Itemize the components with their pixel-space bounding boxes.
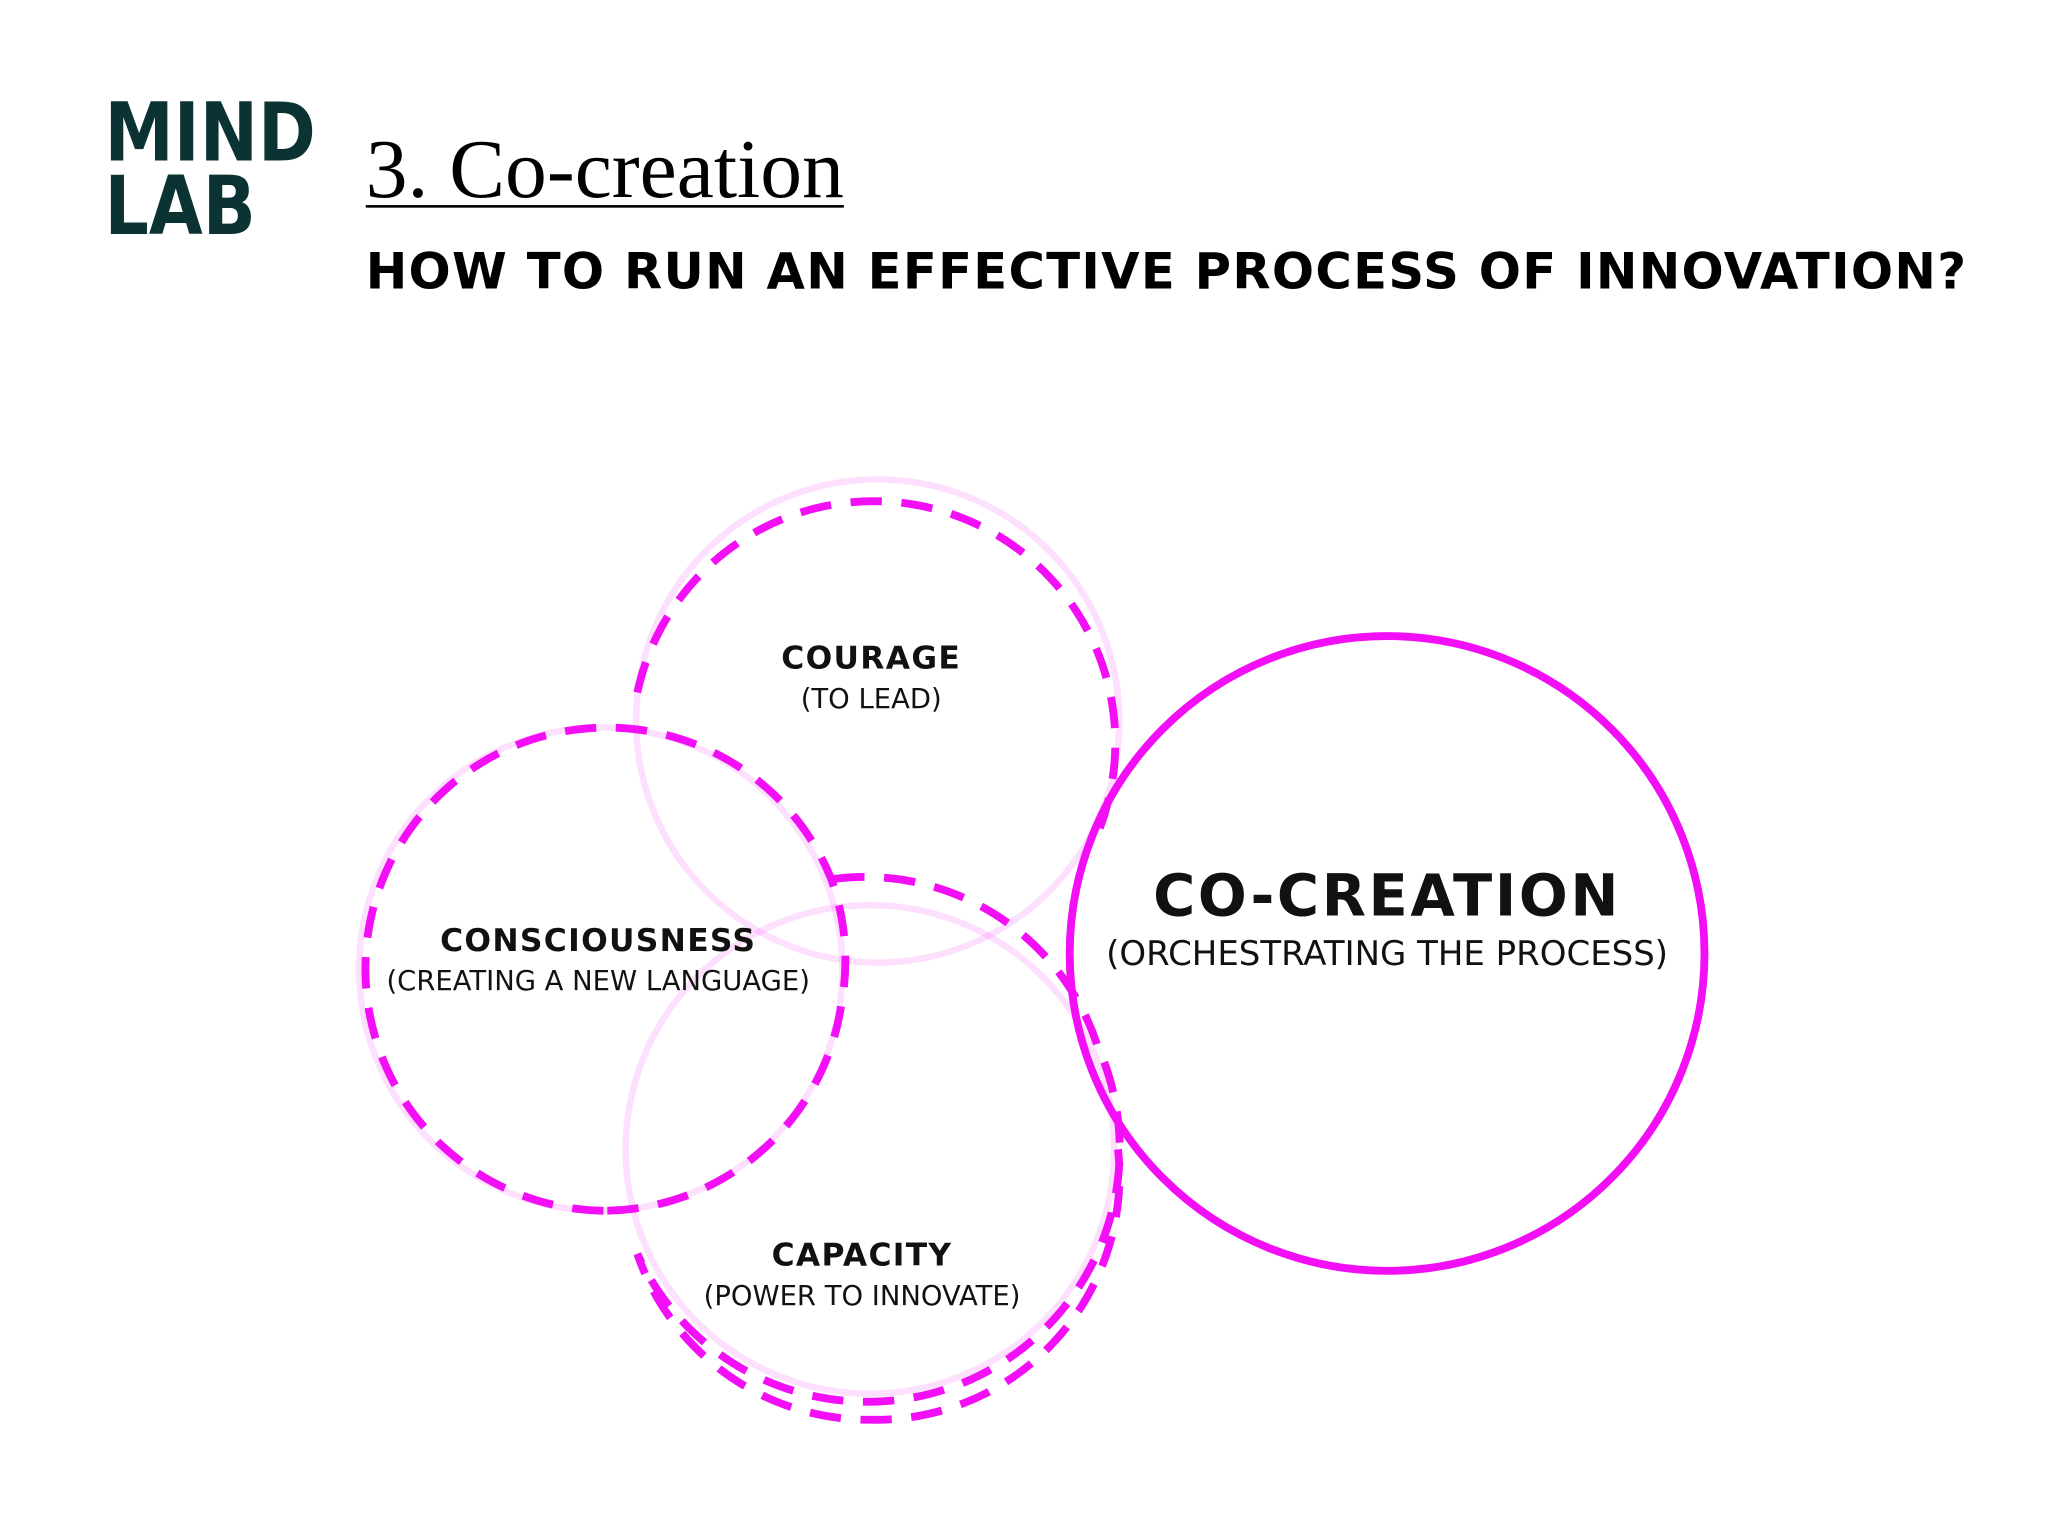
slide-title: 3. Co-creation (365, 122, 844, 216)
cocreation-heading: Co-creation (1153, 863, 1622, 930)
capacity-subtext: (POWER TO INNOVATE) (703, 1279, 1021, 1312)
logo-line-1: MIND (104, 84, 316, 181)
courage-label: Courage (TO LEAD) (741, 637, 1002, 718)
mindlab-logo: MIND LAB (104, 84, 316, 254)
slide-subtitle: How to run an effective process of innov… (365, 242, 1968, 301)
capacity-circle-ghost (622, 901, 1118, 1397)
consciousness-subtext: (CREATING A NEW LANGUAGE) (386, 965, 810, 997)
capacity-circle (633, 873, 1124, 1424)
courage-circle-ghost (632, 476, 1123, 966)
cocreation-subtext: (ORCHESTRATING THE PROCESS) (1106, 935, 1669, 975)
courage-subtext: (TO LEAD) (800, 683, 942, 715)
consciousness-label: Consciousness (CREATING A NEW LANGUAGE) (355, 920, 841, 1001)
capacity-label: Capacity (POWER TO INNOVATE) (679, 1234, 1045, 1315)
logo-line-2: LAB (104, 158, 256, 254)
consciousness-heading: Consciousness (440, 922, 757, 959)
cocreation-circle (1065, 632, 1709, 1275)
capacity-heading: Capacity (771, 1236, 953, 1274)
courage-circle (632, 497, 1120, 830)
consciousness-circle (361, 723, 850, 1215)
cocreation-label: Co-creation (ORCHESTRATING THE PROCESS) (1084, 862, 1690, 977)
courage-heading: Courage (781, 639, 962, 677)
